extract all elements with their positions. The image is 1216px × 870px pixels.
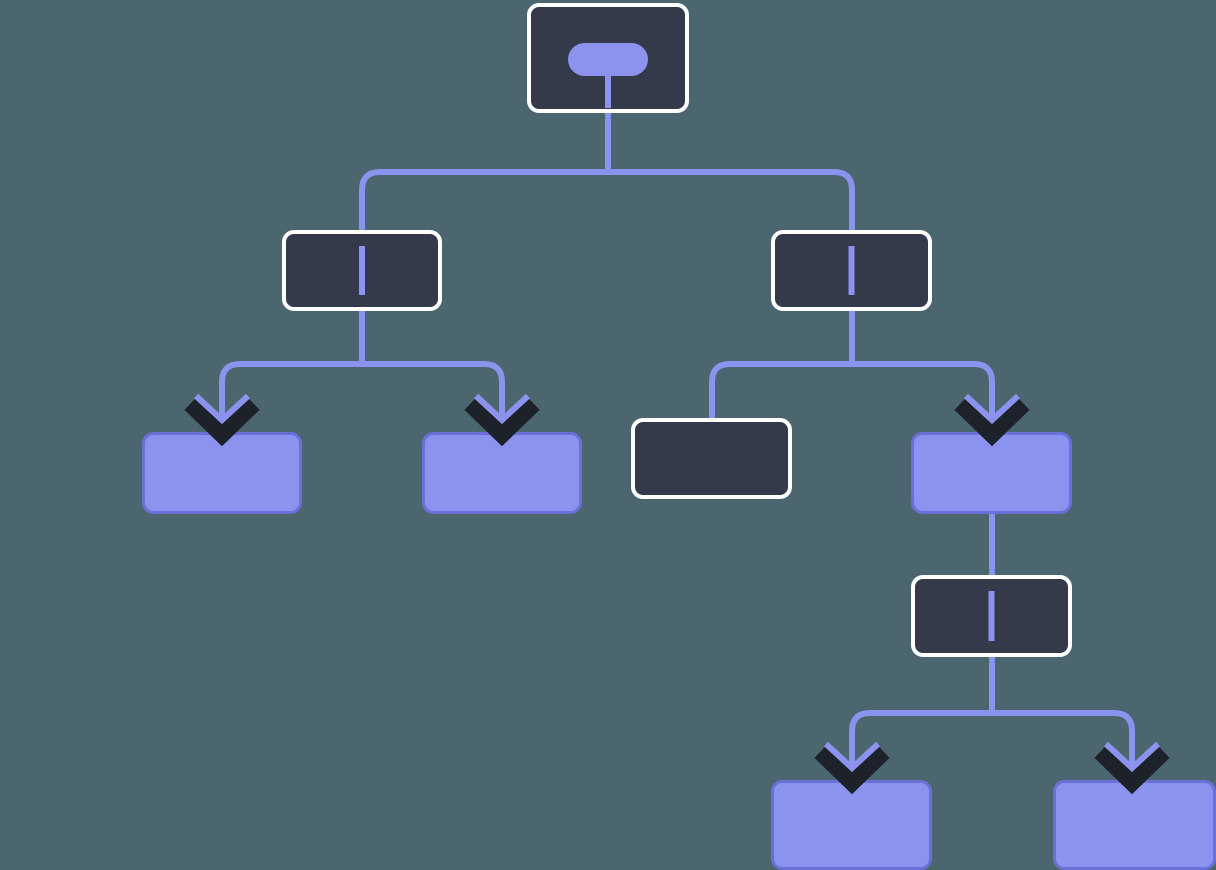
leaf-node-6[interactable] (1053, 780, 1216, 870)
arrowhead-shadow (954, 396, 1030, 447)
edge-layer (219, 43, 1135, 780)
leaf-node-6-shape[interactable] (1053, 780, 1216, 870)
arrowhead-tip (823, 741, 881, 773)
edge-branch-right-to-leaf-4 (852, 361, 995, 432)
edge-branch-deep-to-leaf-5 (849, 710, 992, 780)
leaf-node-5[interactable] (771, 780, 932, 870)
arrowhead (464, 393, 540, 447)
leaf-node-5-shape[interactable] (771, 780, 932, 870)
collapsed-content-pill (568, 43, 648, 76)
arrowhead-shadow (184, 396, 260, 447)
arrowhead-tip (193, 393, 251, 425)
edge-root-to-branch-right (608, 169, 855, 230)
edge-branch-deep-to-leaf-6 (992, 710, 1135, 780)
edge-root-to-branch-left (359, 169, 608, 230)
arrowhead (954, 393, 1030, 447)
branch-node-right[interactable] (771, 230, 932, 311)
arrowhead-tip (473, 393, 531, 425)
empty-node-3-shape[interactable] (631, 418, 792, 499)
arrowhead (1094, 741, 1170, 795)
arrowhead-shadow (464, 396, 540, 447)
edge-branch-left-to-leaf-2 (362, 361, 505, 432)
branch-node-deep[interactable] (911, 575, 1072, 657)
arrowhead-shadow (1094, 744, 1170, 795)
node-layer (142, 3, 1216, 870)
edge-branch-right-to-empty-node (709, 361, 852, 418)
arrowhead (184, 393, 260, 447)
root-node[interactable] (527, 3, 689, 113)
branch-node-left[interactable] (282, 230, 442, 311)
empty-node-3[interactable] (631, 418, 792, 499)
edge-branch-left-to-leaf-1 (219, 361, 362, 432)
arrowhead (814, 741, 890, 795)
arrowhead-tip (1103, 741, 1161, 773)
arrowhead-layer (184, 393, 1170, 795)
arrowhead-shadow (814, 744, 890, 795)
arrowhead-tip (963, 393, 1021, 425)
